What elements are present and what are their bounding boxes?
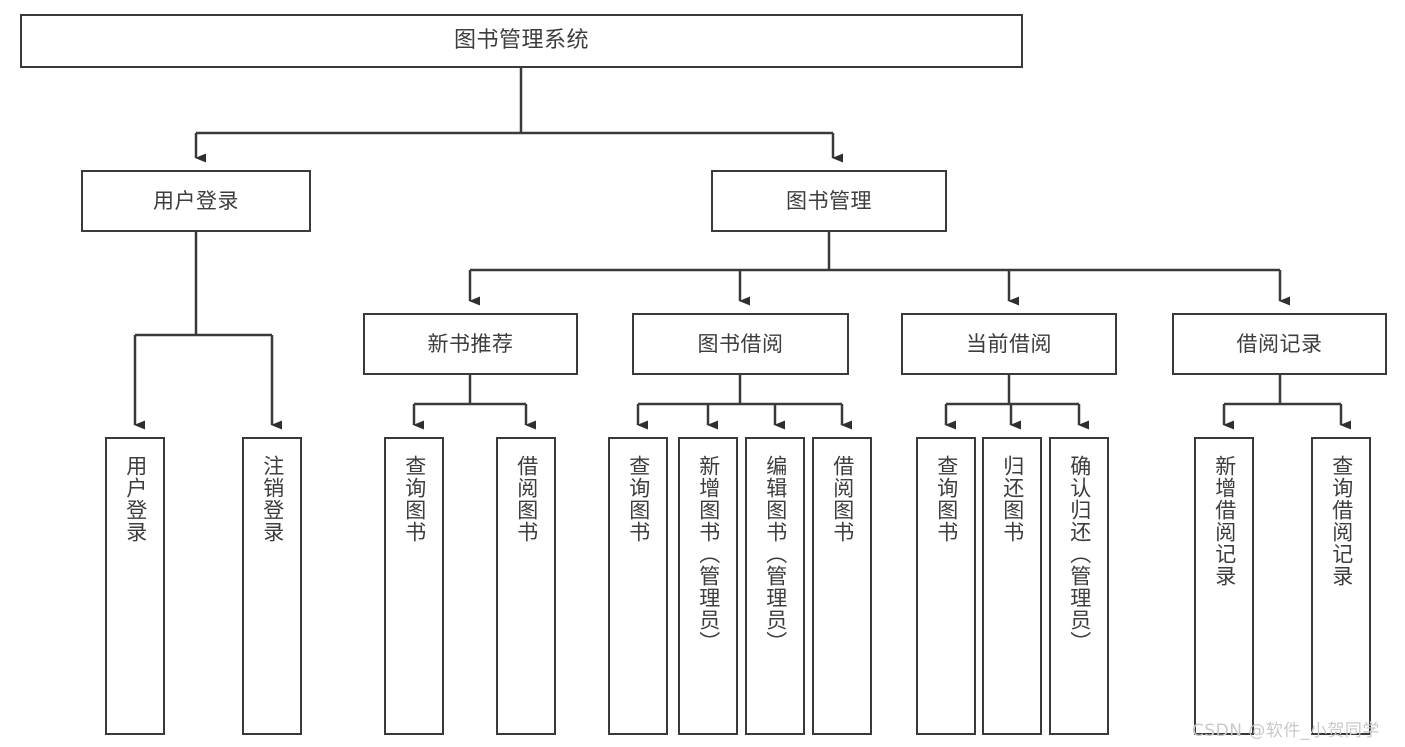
node-leaf-add-book-label: 新增图书（管理员） (696, 455, 721, 653)
node-book-borrow-label: 图书借阅 (697, 331, 784, 356)
node-book-management[interactable]: 图书管理 (711, 170, 947, 232)
node-user-login[interactable]: 用户登录 (81, 170, 311, 232)
node-leaf-query-record-label: 查询借阅记录 (1329, 455, 1354, 587)
node-borrow-record-label: 借阅记录 (1236, 331, 1323, 356)
node-leaf-query-book-1[interactable]: 查询图书 (384, 437, 444, 735)
node-leaf-query-book-2[interactable]: 查询图书 (608, 437, 668, 735)
node-leaf-edit-book-label: 编辑图书（管理员） (763, 455, 788, 653)
node-book-borrow[interactable]: 图书借阅 (632, 313, 849, 375)
node-leaf-borrow-book-2[interactable]: 借阅图书 (812, 437, 872, 735)
node-new-book-recommend[interactable]: 新书推荐 (363, 313, 578, 375)
node-leaf-query-book-3-label: 查询图书 (934, 455, 959, 543)
node-leaf-confirm-return[interactable]: 确认归还（管理员） (1049, 437, 1109, 735)
node-leaf-borrow-book-1[interactable]: 借阅图书 (496, 437, 556, 735)
node-leaf-borrow-book-2-label: 借阅图书 (830, 455, 855, 543)
node-current-borrow-label: 当前借阅 (966, 331, 1052, 356)
csdn-watermark: CSDN @软件_小贺同学 (1192, 721, 1380, 741)
node-leaf-edit-book[interactable]: 编辑图书（管理员） (745, 437, 805, 735)
node-root-system[interactable]: 图书管理系统 (20, 14, 1023, 68)
node-leaf-query-record[interactable]: 查询借阅记录 (1311, 437, 1371, 735)
node-leaf-add-book[interactable]: 新增图书（管理员） (678, 437, 738, 735)
node-leaf-return-book-label: 归还图书 (1000, 455, 1025, 543)
node-leaf-query-book-1-label: 查询图书 (402, 455, 427, 543)
node-current-borrow[interactable]: 当前借阅 (901, 313, 1117, 375)
node-leaf-query-book-2-label: 查询图书 (626, 455, 651, 543)
node-leaf-return-book[interactable]: 归还图书 (982, 437, 1042, 735)
node-new-book-recommend-label: 新书推荐 (427, 331, 514, 356)
node-user-login-label: 用户登录 (153, 188, 239, 213)
node-leaf-user-login[interactable]: 用户登录 (105, 437, 165, 735)
node-book-management-label: 图书管理 (786, 188, 872, 213)
node-leaf-logout-login-label: 注销登录 (260, 455, 285, 543)
node-root-system-label: 图书管理系统 (453, 28, 589, 54)
node-leaf-logout-login[interactable]: 注销登录 (242, 437, 302, 735)
node-leaf-user-login-label: 用户登录 (123, 455, 148, 543)
node-leaf-confirm-return-label: 确认归还（管理员） (1067, 455, 1092, 653)
node-borrow-record[interactable]: 借阅记录 (1172, 313, 1387, 375)
node-leaf-borrow-book-1-label: 借阅图书 (514, 455, 539, 543)
node-leaf-add-record-label: 新增借阅记录 (1212, 455, 1237, 587)
node-leaf-query-book-3[interactable]: 查询图书 (916, 437, 976, 735)
node-leaf-add-record[interactable]: 新增借阅记录 (1194, 437, 1254, 735)
